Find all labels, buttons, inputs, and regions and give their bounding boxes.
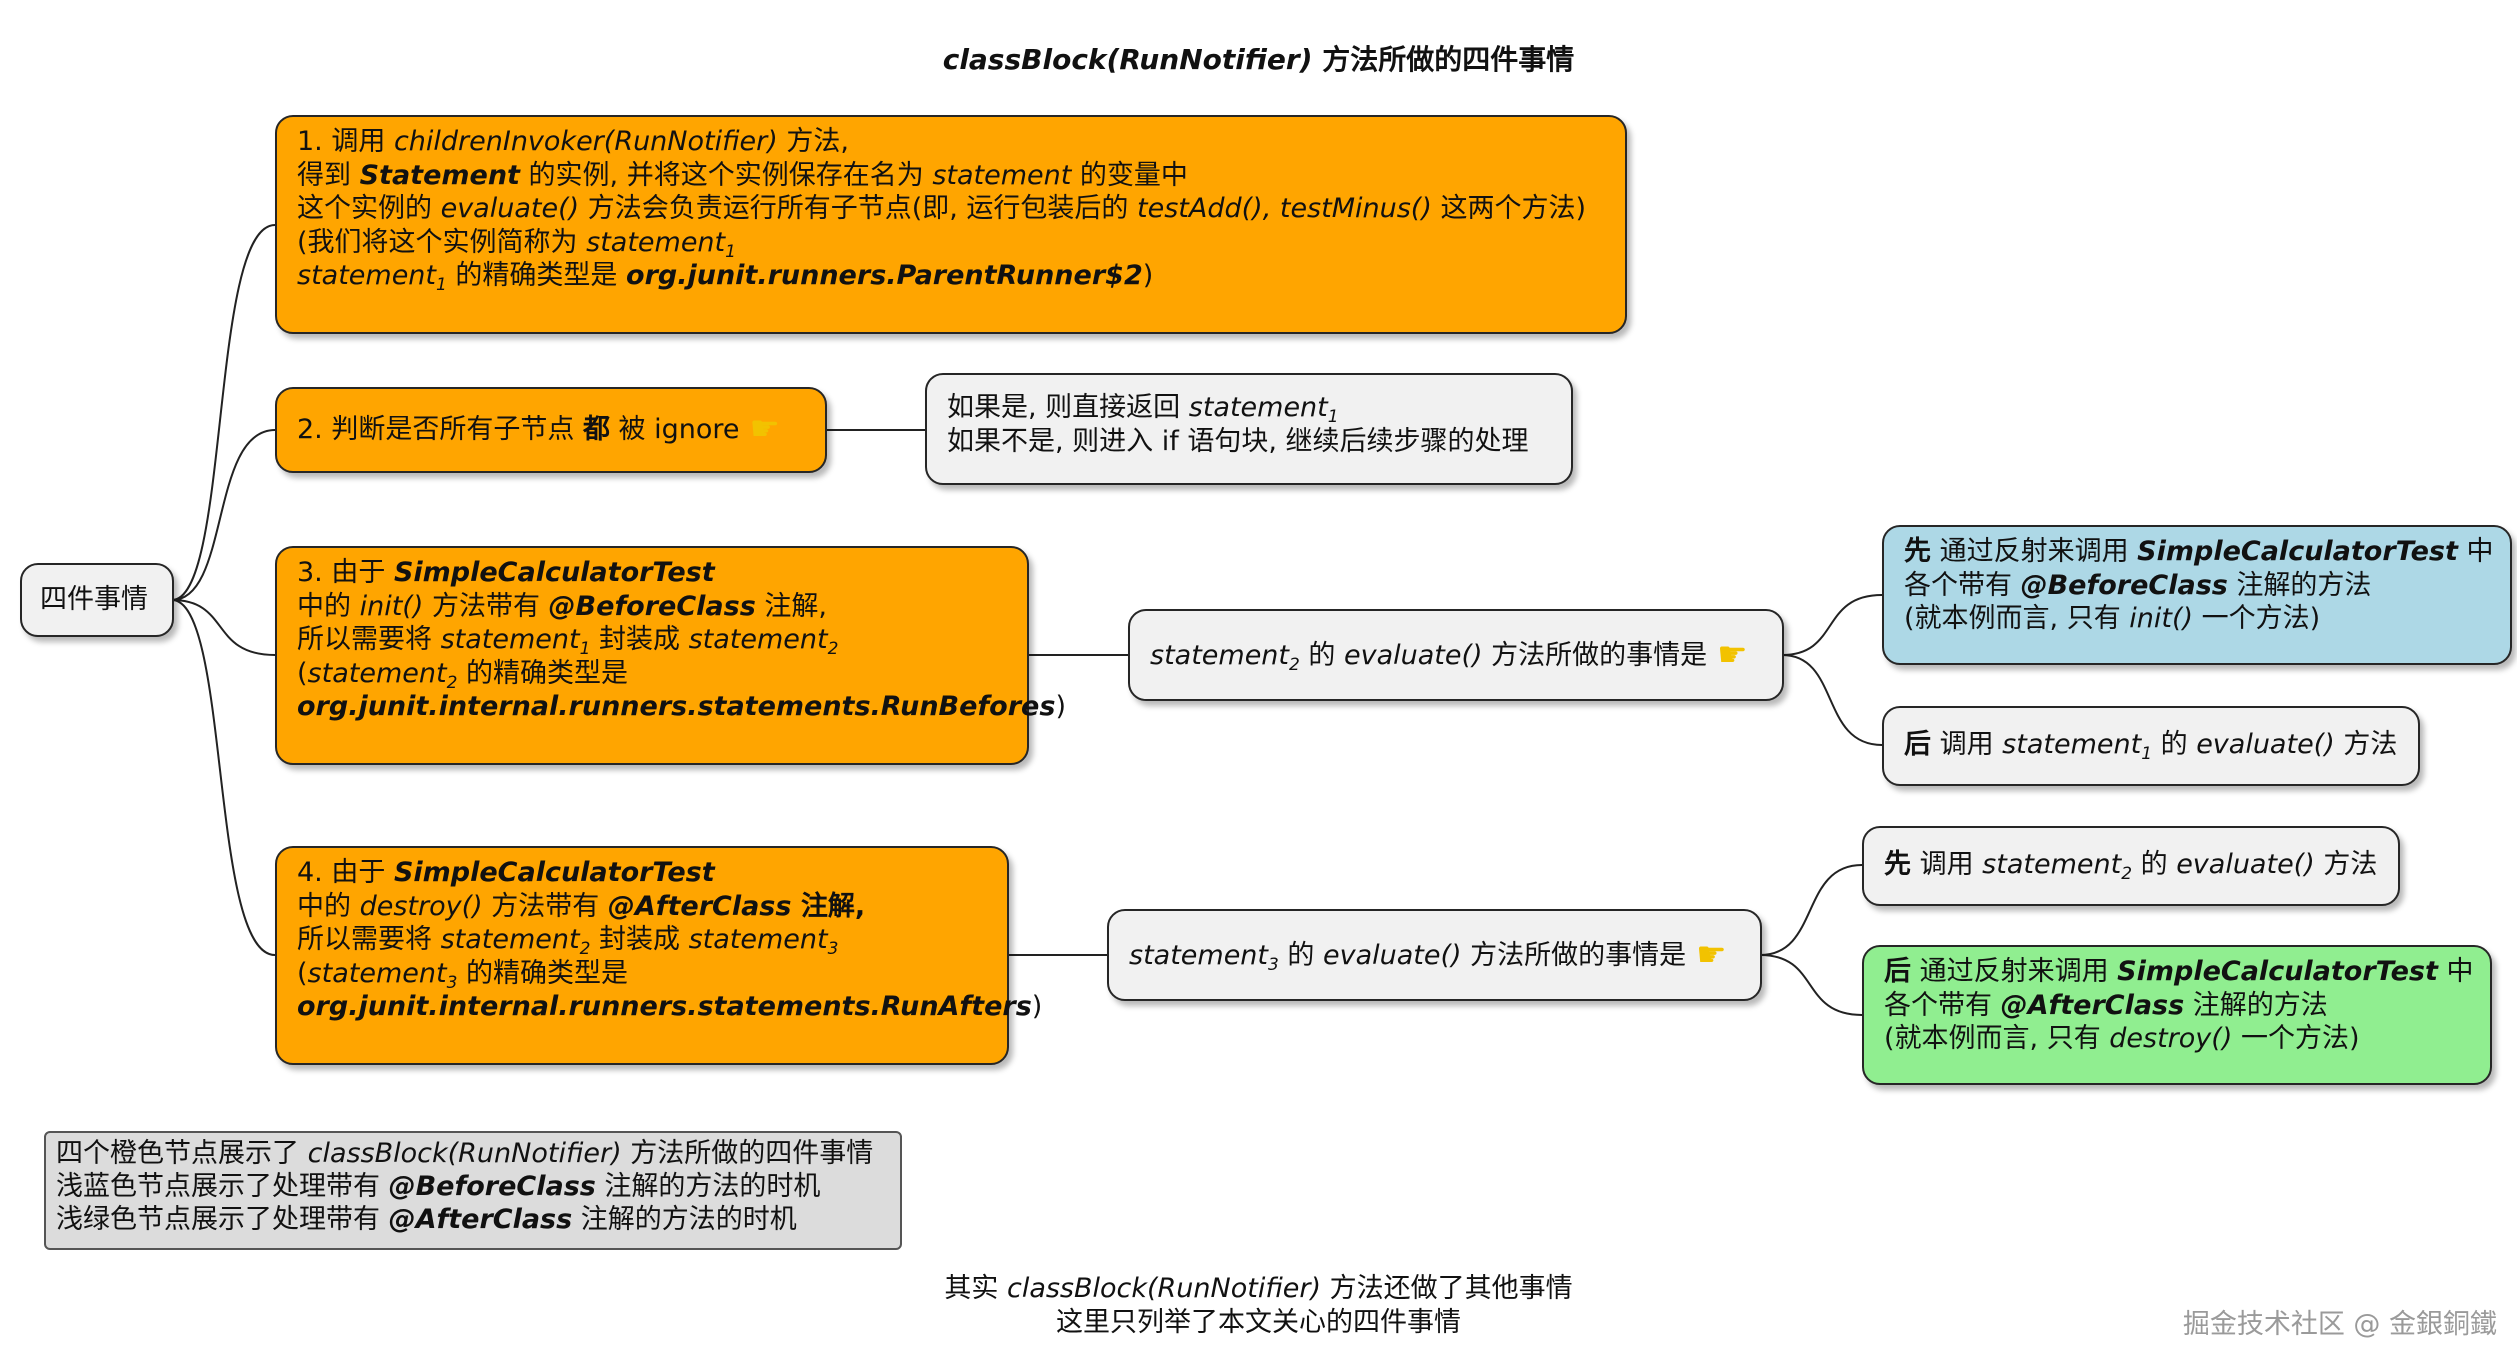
step4-first-node: 先 调用 statement2 的 evaluate() 方法 xyxy=(1862,826,2400,906)
pointing-hand-icon: ☛ xyxy=(1717,635,1748,675)
step4-node: 4. 由于 SimpleCalculatorTest 中的 destroy() … xyxy=(275,846,1043,1065)
diagram-title: classBlock(RunNotifier) 方法所做的四件事情 xyxy=(942,43,1575,76)
before-class-line3: (就本例而言, 只有 init() 一个方法) xyxy=(1904,603,2321,634)
step3-evaluate-node: statement2 的 evaluate() 方法所做的事情是☛ xyxy=(1128,609,1784,701)
after-class-line3: (就本例而言, 只有 destroy() 一个方法) xyxy=(1884,1023,2360,1054)
step3-node: 3. 由于 SimpleCalculatorTest 中的 init() 方法带… xyxy=(275,546,1066,765)
step4-line5: org.junit.internal.runners.statements.Ru… xyxy=(297,991,1043,1022)
step2-node: 2. 判断是否所有子节点 都 被 ignore☛ xyxy=(275,387,827,473)
step4-line3: 所以需要将 statement2 封装成 statement3 xyxy=(297,924,839,959)
step3-then-node: 后 调用 statement1 的 evaluate() 方法 xyxy=(1882,706,2420,786)
edge-root-node2 xyxy=(171,429,276,601)
step2-result-line1: 如果是, 则直接返回 statement1 xyxy=(947,392,1339,427)
before-class-line1: 先 通过反射来调用 SimpleCalculatorTest 中 xyxy=(1904,536,2494,567)
step4-line2: 中的 destroy() 方法带有 @AfterClass 注解, xyxy=(297,890,866,922)
after-class-line1: 后 通过反射来调用 SimpleCalculatorTest 中 xyxy=(1884,956,2474,987)
pointing-hand-icon: ☛ xyxy=(1696,935,1727,975)
step4-line1: 4. 由于 SimpleCalculatorTest xyxy=(297,857,715,888)
footer-line2: 这里只列举了本文关心的四件事情 xyxy=(1056,1307,1461,1338)
root-node: 四件事情 xyxy=(20,563,174,637)
watermark: 掘金技术社区 @ 金銀銅鐵 xyxy=(2182,1309,2497,1340)
legend-note: 四个橙色节点展示了 classBlock(RunNotifier) 方法所做的四… xyxy=(44,1131,902,1250)
legend-line1: 四个橙色节点展示了 classBlock(RunNotifier) 方法所做的四… xyxy=(56,1138,874,1169)
edge-root-node3 xyxy=(171,599,276,656)
edge-root-node4 xyxy=(171,599,276,956)
edge-root-node1 xyxy=(171,224,276,601)
edge-node4m-node4r2 xyxy=(1759,954,1863,1016)
step3-line1: 3. 由于 SimpleCalculatorTest xyxy=(297,557,715,588)
edge-node3m-node3r2 xyxy=(1781,654,1883,746)
legend-line3: 浅绿色节点展示了处理带有 @AfterClass 注解的方法的时机 xyxy=(56,1204,797,1235)
edge-node3m-node3r1 xyxy=(1781,594,1883,656)
footer-caption: 其实 classBlock(RunNotifier) 方法还做了其他事情 这里只… xyxy=(0,1272,2517,1340)
step1-line1: 1. 调用 childrenInvoker(RunNotifier) 方法, xyxy=(297,126,849,157)
step1-line2: 得到 Statement 的实例, 并将这个实例保存在名为 statement … xyxy=(297,159,1188,191)
step1-line5: statement1 的精确类型是 org.junit.runners.Pare… xyxy=(297,260,1154,295)
step2-result-line2: 如果不是, 则进入 if 语句块, 继续后续步骤的处理 xyxy=(947,425,1529,457)
step1-node: 1. 调用 childrenInvoker(RunNotifier) 方法, 得… xyxy=(275,115,1627,334)
step3-line3: 所以需要将 statement1 封装成 statement2 xyxy=(297,624,839,659)
edge-node4m-node4r1 xyxy=(1759,864,1863,956)
footer-line1: 其实 classBlock(RunNotifier) 方法还做了其他事情 xyxy=(944,1273,1573,1304)
root-label: 四件事情 xyxy=(40,584,148,615)
before-class-line2: 各个带有 @BeforeClass 注解的方法 xyxy=(1904,569,2372,601)
step1-line4: (我们将这个实例简称为 statement1 xyxy=(297,226,736,262)
after-class-node: 后 通过反射来调用 SimpleCalculatorTest 中 各个带有 @A… xyxy=(1862,945,2492,1085)
step3-line4: (statement2 的精确类型是 xyxy=(297,657,628,693)
step1-line3: 这个实例的 evaluate() 方法会负责运行所有子节点(即, 运行包装后的 … xyxy=(297,193,1586,224)
step3-line5: org.junit.internal.runners.statements.Ru… xyxy=(297,691,1066,722)
legend-line2: 浅蓝色节点展示了处理带有 @BeforeClass 注解的方法的时机 xyxy=(56,1171,821,1202)
step3-line2: 中的 init() 方法带有 @BeforeClass 注解, xyxy=(297,590,827,622)
after-class-line2: 各个带有 @AfterClass 注解的方法 xyxy=(1884,989,2328,1021)
before-class-node: 先 通过反射来调用 SimpleCalculatorTest 中 各个带有 @B… xyxy=(1882,525,2512,665)
step4-evaluate-node: statement3 的 evaluate() 方法所做的事情是☛ xyxy=(1107,909,1762,1001)
step4-line4: (statement3 的精确类型是 xyxy=(297,957,628,993)
pointing-hand-icon: ☛ xyxy=(749,409,780,449)
step2-result-node: 如果是, 则直接返回 statement1 如果不是, 则进入 if 语句块, … xyxy=(925,373,1573,485)
